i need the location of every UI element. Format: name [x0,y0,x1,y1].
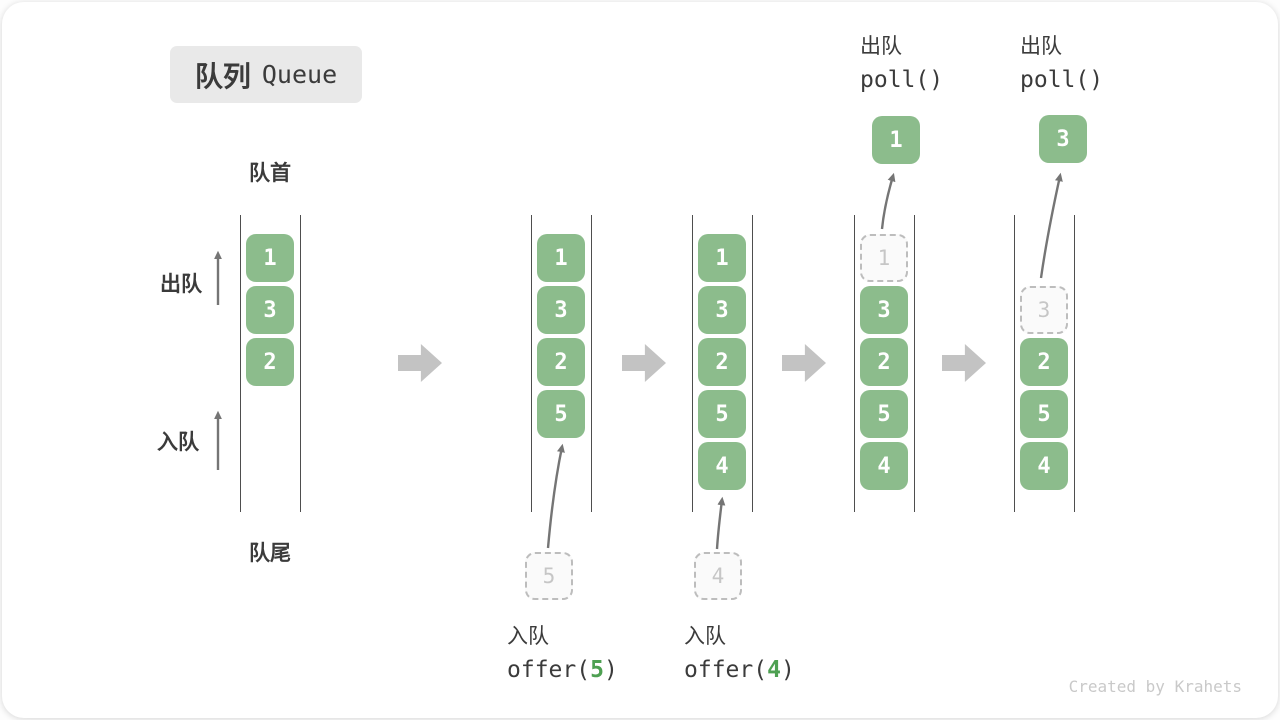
step-arrow-1 [398,344,442,382]
queue-cell: 1 [860,234,908,282]
polled-cell-1: 1 [872,116,920,164]
code-text: offer( [507,657,591,683]
poll3-arrow [1039,172,1063,279]
dequeue-side-label: 出队 [160,273,202,296]
step-arrow-3 [782,344,826,382]
code-arg: 4 [767,657,781,683]
offered-cell-5: 5 [525,552,573,600]
queue-cell: 3 [698,286,746,334]
queue-wall [299,215,302,512]
queue-cell: 3 [537,286,585,334]
queue-cell: 4 [698,442,746,490]
queue-cell: 3 [860,286,908,334]
queue-wall [1073,215,1076,512]
title-badge: 队列 Queue [170,46,362,103]
dequeue-op-2-code: poll() [1020,67,1104,93]
queue-cell: 2 [246,338,294,386]
queue-cell: 3 [246,286,294,334]
queue-wall [751,215,754,512]
queue-wall [913,215,916,512]
queue-cell: 2 [698,338,746,386]
queue-rear-label: 队尾 [249,542,291,565]
queue-wall [691,215,694,512]
offer4-arrow [715,496,726,550]
dequeue-op-1-code: poll() [860,67,944,93]
step-arrow-2 [622,344,666,382]
dequeue-op-2: 出队 poll() [1020,30,1103,93]
queue-cell: 1 [246,234,294,282]
queue-wall [853,215,856,512]
queue-wall [590,215,593,512]
title-zh: 队列 [194,60,251,92]
queue-cell: 5 [860,390,908,438]
queue-wall [239,215,242,512]
dequeue-op-2-label: 出队 [1020,35,1062,58]
enqueue-op-5-label: 入队 [507,625,549,648]
code-text: ) [603,657,618,683]
code-text: ) [780,657,795,683]
queue-cell: 1 [537,234,585,282]
step-arrow-4 [942,344,986,382]
queue-cell: 2 [860,338,908,386]
watermark: Created by Krahets [1068,677,1242,696]
queue-cell: 4 [1020,442,1068,490]
queue-cell: 5 [1020,390,1068,438]
offer5-arrow [546,443,565,549]
poll1-arrow [880,172,896,230]
enqueue-op-4-label: 入队 [684,625,726,648]
queue-cell: 2 [537,338,585,386]
enqueue-side-label: 入队 [157,431,199,454]
polled-cell-3: 3 [1039,115,1087,163]
queue-cell: 4 [860,442,908,490]
queue-cell: 5 [537,390,585,438]
enqueue-op-5: 入队 offer(5) [507,620,618,683]
queue-wall [1013,215,1016,512]
code-arg: 5 [590,657,604,683]
title-en: Queue [261,60,338,89]
enqueue-op-4: 入队 offer(4) [684,620,795,683]
code-text: offer( [684,657,768,683]
dequeue-op-1: 出队 poll() [860,30,943,93]
enqueue-op-5-code: offer(5) [507,657,618,683]
queue-wall [530,215,533,512]
dequeue-op-1-label: 出队 [860,35,902,58]
queue-cell: 2 [1020,338,1068,386]
queue-cell: 5 [698,390,746,438]
enqueue-op-4-code: offer(4) [684,657,795,683]
queue-cell: 1 [698,234,746,282]
offered-cell-4: 4 [694,552,742,600]
queue-front-label: 队首 [249,162,291,185]
queue-cell: 3 [1020,286,1068,334]
